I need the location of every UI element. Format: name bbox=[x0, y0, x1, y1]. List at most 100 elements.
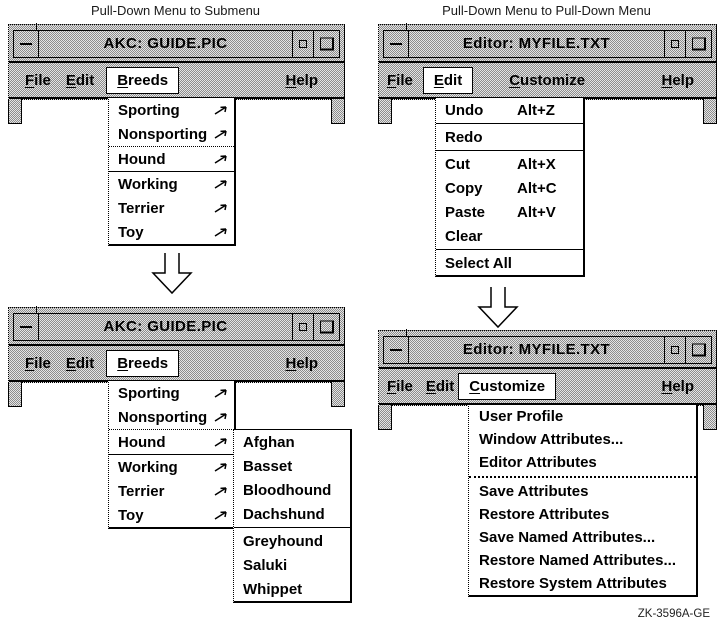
menu-bar: File Edit Breeds Help bbox=[9, 344, 344, 382]
menu-item-nonsporting[interactable]: Nonsporting bbox=[109, 122, 234, 146]
shrink-icon bbox=[299, 323, 307, 331]
window-menu-icon bbox=[20, 326, 32, 328]
shrink-button[interactable] bbox=[292, 314, 313, 340]
menubar-item-edit[interactable]: Edit bbox=[425, 377, 455, 395]
menu-item-restore-system-attributes[interactable]: Restore System Attributes bbox=[479, 575, 667, 592]
shrink-button[interactable] bbox=[292, 31, 313, 57]
menu-separator bbox=[436, 150, 583, 151]
title-bar[interactable]: AKC: GUIDE.PIC bbox=[13, 313, 340, 341]
expand-button[interactable] bbox=[313, 31, 339, 57]
menu-item-afghan[interactable]: Afghan bbox=[243, 433, 295, 451]
menu-item-select-all[interactable]: Select All bbox=[445, 254, 512, 272]
title-bar[interactable]: Editor: MYFILE.TXT bbox=[383, 336, 712, 364]
submenu-arrow-icon bbox=[214, 487, 227, 496]
frame-stub-right bbox=[703, 405, 717, 430]
shrink-button[interactable] bbox=[664, 31, 685, 57]
menubar-item-file[interactable]: File bbox=[387, 377, 413, 395]
menubar-item-help[interactable]: Help bbox=[285, 354, 318, 372]
shrink-button[interactable] bbox=[664, 337, 685, 363]
editor-window-top: Editor: MYFILE.TXT File Edit Customize H… bbox=[378, 23, 717, 124]
submenu-arrow-icon bbox=[214, 511, 227, 520]
menu-item-dachshund[interactable]: Dachshund bbox=[243, 505, 325, 523]
menu-item-save-named-attributes[interactable]: Save Named Attributes... bbox=[479, 529, 656, 546]
frame-stub-right bbox=[331, 382, 345, 407]
figure-id-label: ZK-3596A-GE bbox=[637, 608, 710, 620]
menu-item-hound[interactable]: Hound bbox=[109, 146, 234, 172]
menu-bar: File Edit Customize Help bbox=[379, 61, 716, 99]
title-bar[interactable]: Editor: MYFILE.TXT bbox=[383, 30, 712, 58]
hound-submenu: Afghan Basset Bloodhound Dachshund Greyh… bbox=[233, 429, 352, 603]
expand-icon bbox=[691, 37, 706, 51]
window-menu-button[interactable] bbox=[14, 314, 39, 340]
akc-window-bottom: AKC: GUIDE.PIC File Edit Breeds Help bbox=[8, 306, 345, 407]
menubar-item-customize[interactable]: Customize bbox=[458, 372, 557, 400]
menu-item-sporting[interactable]: Sporting bbox=[109, 98, 234, 122]
transition-down-arrow-icon bbox=[151, 253, 193, 295]
menubar-item-help[interactable]: Help bbox=[285, 71, 318, 89]
menu-item-clear[interactable]: Clear bbox=[445, 227, 483, 245]
window-menu-icon bbox=[390, 349, 402, 351]
menubar-item-edit[interactable]: Edit bbox=[422, 66, 474, 94]
menu-item-greyhound[interactable]: Greyhound bbox=[243, 532, 324, 550]
menubar-item-help[interactable]: Help bbox=[661, 71, 694, 89]
menu-item-save-attributes[interactable]: Save Attributes bbox=[479, 483, 589, 500]
menu-item-terrier[interactable]: Terrier bbox=[109, 479, 234, 503]
menubar-item-breeds[interactable]: Breeds bbox=[106, 66, 180, 94]
menu-item-toy[interactable]: Toy bbox=[109, 503, 234, 527]
menu-item-hound[interactable]: Hound bbox=[109, 429, 234, 455]
menu-item-basset[interactable]: Basset bbox=[243, 457, 293, 475]
menu-item-redo[interactable]: Redo bbox=[445, 128, 483, 146]
submenu-arrow-icon bbox=[214, 228, 227, 237]
shortcut-label: Alt+V bbox=[517, 203, 556, 221]
menu-item-restore-attributes[interactable]: Restore Attributes bbox=[479, 506, 610, 523]
menubar-item-help[interactable]: Help bbox=[661, 377, 694, 395]
menubar-item-file[interactable]: File bbox=[25, 354, 51, 372]
menubar-item-customize[interactable]: Customize bbox=[509, 71, 586, 89]
expand-button[interactable] bbox=[685, 31, 711, 57]
window-title: AKC: GUIDE.PIC bbox=[103, 318, 228, 335]
menu-bar: File Edit Breeds Help bbox=[9, 61, 344, 99]
title-bar[interactable]: AKC: GUIDE.PIC bbox=[13, 30, 340, 58]
menu-item-working[interactable]: Working bbox=[109, 172, 234, 196]
menubar-item-breeds[interactable]: Breeds bbox=[106, 349, 180, 377]
submenu-arrow-icon bbox=[214, 180, 227, 189]
window-menu-button[interactable] bbox=[384, 31, 409, 57]
menu-item-restore-named-attributes[interactable]: Restore Named Attributes... bbox=[479, 552, 676, 569]
frame-stub-left bbox=[378, 405, 392, 430]
menu-item-sporting[interactable]: Sporting bbox=[109, 381, 234, 405]
menu-item-bloodhound[interactable]: Bloodhound bbox=[243, 481, 332, 499]
breeds-menu: Sporting Nonsporting Hound Working Terri… bbox=[108, 97, 236, 246]
expand-button[interactable] bbox=[313, 314, 339, 340]
window-menu-button[interactable] bbox=[384, 337, 409, 363]
submenu-arrow-icon bbox=[214, 204, 227, 213]
menubar-item-file[interactable]: File bbox=[387, 71, 413, 89]
menu-item-working[interactable]: Working bbox=[109, 455, 234, 479]
breeds-menu: Sporting Nonsporting Hound Working Terri… bbox=[108, 380, 236, 529]
menu-separator bbox=[469, 476, 696, 478]
customize-menu: User Profile Window Attributes... Editor… bbox=[468, 404, 698, 597]
menu-item-editor-attributes[interactable]: Editor Attributes bbox=[479, 454, 597, 471]
shrink-icon bbox=[671, 40, 679, 48]
menubar-item-file[interactable]: File bbox=[25, 71, 51, 89]
window-menu-button[interactable] bbox=[14, 31, 39, 57]
window-menu-icon bbox=[390, 43, 402, 45]
expand-icon bbox=[319, 37, 334, 51]
menu-item-user-profile[interactable]: User Profile bbox=[479, 408, 564, 425]
menu-item-saluki[interactable]: Saluki bbox=[243, 556, 288, 574]
menu-item-window-attributes[interactable]: Window Attributes... bbox=[479, 431, 624, 448]
shortcut-label: Alt+X bbox=[517, 155, 556, 173]
menu-item-nonsporting[interactable]: Nonsporting bbox=[109, 405, 234, 429]
expand-button[interactable] bbox=[685, 337, 711, 363]
frame-stub-right bbox=[703, 99, 717, 124]
menubar-item-edit[interactable]: Edit bbox=[65, 354, 95, 372]
menu-item-terrier[interactable]: Terrier bbox=[109, 196, 234, 220]
menu-item-whippet[interactable]: Whippet bbox=[243, 580, 303, 598]
frame-tick bbox=[406, 23, 407, 30]
menubar-item-edit[interactable]: Edit bbox=[65, 71, 95, 89]
menu-item-toy[interactable]: Toy bbox=[109, 220, 234, 244]
